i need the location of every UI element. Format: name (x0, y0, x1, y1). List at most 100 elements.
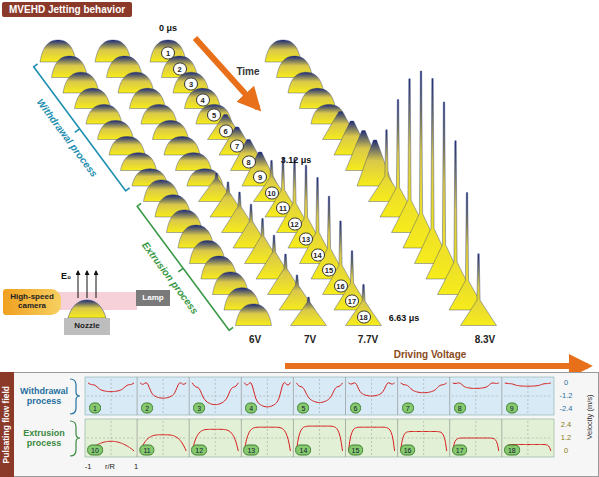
title-box: MVEHD Jetting behavior (2, 2, 132, 17)
cell-border (189, 377, 190, 415)
nozzle-box: Nozzle (64, 318, 110, 335)
callout-number: 7 (230, 140, 244, 153)
cell-border (501, 419, 502, 457)
callout-number: 13 (243, 445, 259, 456)
flow-panel (1, 373, 599, 477)
velocity-curve (505, 383, 551, 386)
velocity-curve (88, 383, 134, 392)
callout-number: 12 (191, 445, 207, 456)
process-label: Withdrawal process (34, 97, 99, 180)
time-label: 3.12 μs (281, 155, 312, 165)
droplet-shape (461, 254, 497, 326)
title-text: MVEHD Jetting behavior (9, 4, 125, 15)
lamp-box: Lamp (136, 290, 170, 306)
time-label: 0 μs (159, 23, 177, 33)
grid-line (243, 438, 291, 439)
extrusion-row (85, 419, 554, 457)
grid-line (452, 396, 500, 397)
voltage-label: 6V (249, 334, 261, 346)
side-bar: Pulsating flow field (0, 372, 14, 477)
voltage-label: 7V (304, 334, 316, 346)
grid-line (400, 438, 448, 439)
cell-border (189, 419, 190, 457)
grid-line (295, 396, 343, 397)
callout-number: 16 (334, 279, 348, 292)
node-text: Nozzle (71, 321, 102, 332)
callout-number: 7 (402, 403, 414, 414)
voltage-label: 7.7V (358, 334, 379, 346)
grid-line (295, 438, 343, 439)
callout-number: 13 (299, 233, 313, 246)
droplet-shape (346, 284, 382, 325)
callout-number: 10 (265, 186, 279, 199)
cell-border (449, 377, 450, 415)
callout-number: 9 (506, 403, 518, 414)
node-text: Lamp (139, 293, 166, 304)
tick-label: r/R (105, 463, 115, 472)
grid-line (87, 396, 135, 397)
callout-number: 6 (219, 124, 233, 137)
grid-line (243, 396, 291, 397)
process-bracket (137, 203, 233, 330)
callout-number: 15 (322, 264, 336, 277)
velocity-curve (349, 383, 395, 396)
cell-border (501, 377, 502, 415)
grid-line (348, 438, 396, 439)
callout-number: 3 (193, 403, 205, 414)
callout-number: 10 (87, 445, 103, 456)
meniscus-sequence (40, 40, 497, 326)
callout-number: 18 (504, 445, 520, 456)
cell-border (137, 377, 138, 415)
row-label: Withdrawal process (16, 386, 72, 407)
field-arrow (96, 271, 97, 298)
velocity-curve (453, 383, 499, 389)
droplet-shape (109, 137, 145, 155)
callout-number: 11 (139, 445, 154, 456)
velocity-curve (192, 383, 238, 405)
droplet-shape (176, 153, 212, 171)
time-label: 6.63 μs (389, 313, 420, 323)
cell-border (241, 419, 242, 457)
grid-line (87, 438, 135, 439)
callout-number: 14 (311, 248, 325, 261)
cell-border (137, 419, 138, 457)
row-label: Extrusion process (16, 428, 72, 449)
row-bracket (70, 379, 80, 414)
callout-number: 3 (184, 78, 198, 91)
axis-label: Time (236, 66, 259, 78)
callout-number: 1 (161, 47, 175, 60)
droplet-shape (236, 304, 272, 326)
callout-number: 1 (89, 403, 101, 414)
grid-line (191, 438, 239, 439)
grid-line (504, 396, 552, 397)
callout-number: 4 (196, 93, 210, 106)
tick-label: 2.4 (561, 421, 571, 430)
callout-number: 2 (173, 62, 187, 75)
tick-label: -1 (85, 463, 92, 472)
node-text: High-speed camera (3, 292, 61, 312)
velocity-curve (296, 383, 342, 403)
camera-box: High-speed camera (3, 289, 61, 315)
callout-number: 8 (242, 155, 256, 168)
callout-number: 5 (207, 109, 221, 122)
callout-number: 4 (245, 403, 257, 414)
cell-border (345, 377, 346, 415)
callout-number: 11 (276, 202, 290, 215)
voltage-arrow (285, 363, 588, 369)
droplet-shape (291, 297, 327, 325)
velocity-profiles (87, 377, 552, 457)
field-arrow (78, 271, 79, 298)
axis-label: Driving Voltage (394, 349, 467, 361)
field-label: E₀ (61, 271, 71, 281)
cell-border (345, 419, 346, 457)
callout-number: 18 (357, 310, 371, 323)
callout-number: 8 (454, 403, 466, 414)
nozzle-meniscus (68, 300, 106, 318)
tick-label: -1.2 (560, 392, 573, 401)
droplet-shape (121, 153, 157, 171)
callout-number: 17 (452, 445, 468, 456)
callout-number: 6 (350, 403, 362, 414)
grid-line (139, 396, 187, 397)
callout-number: 5 (297, 403, 309, 414)
